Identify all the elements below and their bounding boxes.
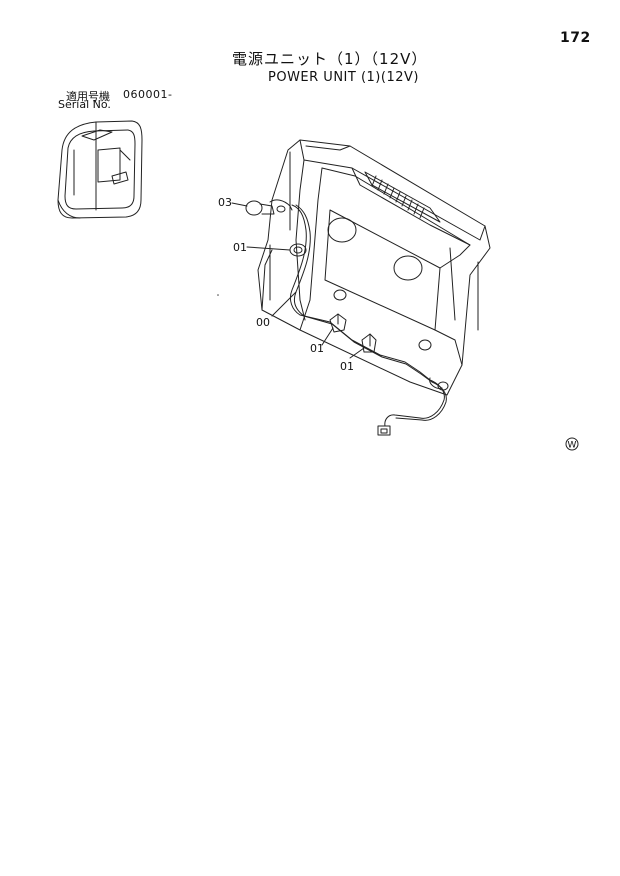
callout-00: 00	[256, 316, 270, 329]
serial-number-value: 060001-	[123, 88, 173, 101]
w-mark-letter: W	[568, 441, 577, 451]
part-01-clamp-lower	[361, 333, 377, 353]
serial-label-japanese: 適用号機	[66, 90, 110, 103]
page-title-english: POWER UNIT (1)(12V)	[268, 70, 419, 85]
callout-01-lower: 01	[340, 360, 354, 373]
w-mark: W	[565, 437, 579, 451]
callout-01-upper: 01	[233, 241, 247, 254]
wire-harness	[289, 204, 449, 436]
part-01-clamp-upper	[289, 243, 307, 257]
power-unit-panel	[257, 139, 491, 396]
page-number: 172	[560, 30, 591, 46]
part-01-clamp-mid	[329, 313, 347, 333]
serial-label-english: Serial No.	[58, 98, 111, 111]
callout-03: 03	[218, 196, 232, 209]
part-03-lamp	[245, 199, 293, 216]
callout-01-mid: 01	[310, 342, 324, 355]
page-title-japanese: 電源ユニット（1）（12V）	[232, 50, 428, 68]
cab-thumbnail	[57, 120, 143, 219]
